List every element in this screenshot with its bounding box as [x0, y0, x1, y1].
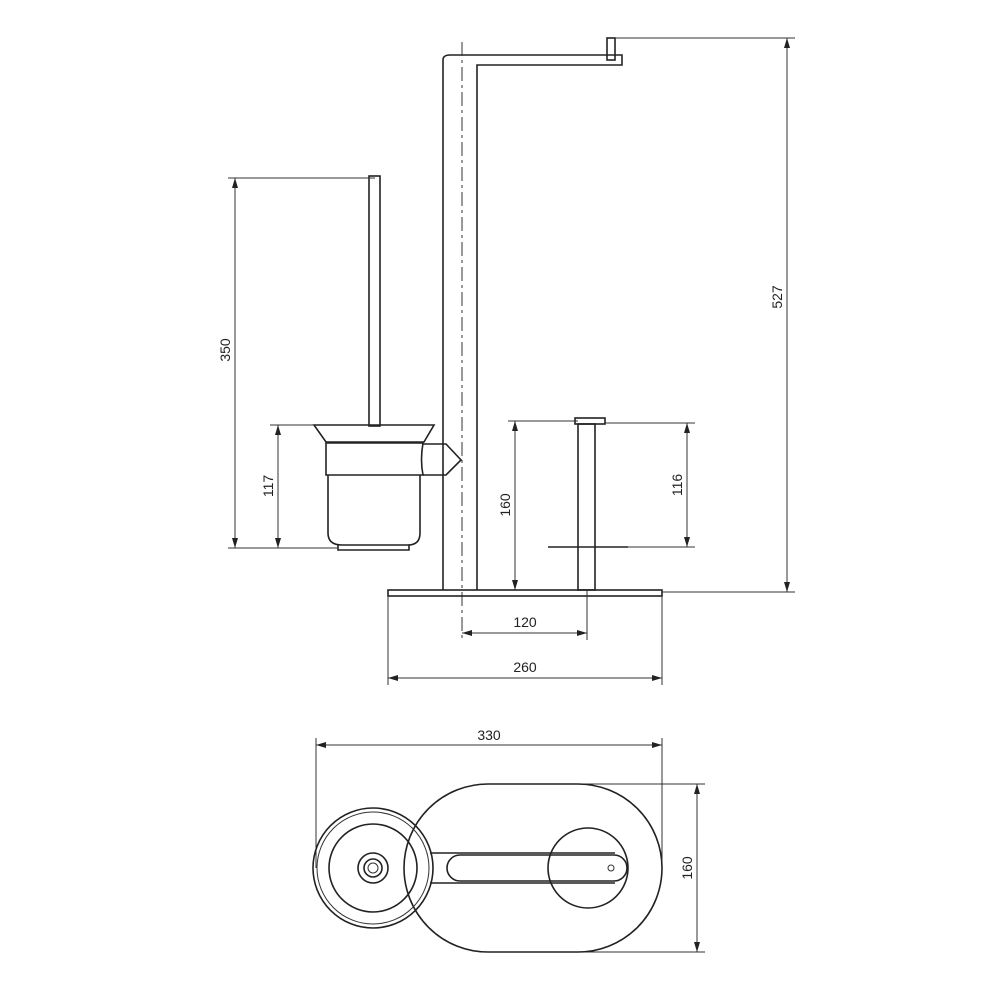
top-view	[312, 783, 663, 953]
paper-arm-top	[430, 852, 628, 884]
base-plate	[387, 589, 663, 597]
dimension-120: 120	[462, 590, 588, 640]
dimension-117: 117	[260, 424, 314, 548]
dimension-label: 160	[497, 493, 513, 517]
dimension-160-depth: 160	[578, 783, 705, 953]
dimension-label: 350	[217, 338, 233, 362]
dimensions: 527 350 117 160 116 120	[217, 37, 795, 953]
dimension-330: 330	[315, 727, 663, 868]
toilet-brush	[312, 175, 463, 551]
dimension-350: 350	[217, 177, 375, 549]
base-outline	[403, 783, 663, 953]
dimension-160-height: 160	[497, 420, 578, 590]
dimension-116: 116	[605, 422, 695, 548]
post-circle	[547, 827, 629, 909]
dimension-label: 120	[513, 614, 537, 630]
brush-cup-top	[312, 807, 434, 929]
dimension-label: 116	[669, 474, 685, 497]
dimension-label: 260	[513, 659, 537, 675]
dimension-527: 527	[615, 37, 795, 593]
dimension-label: 330	[477, 727, 501, 743]
paper-arm-end	[606, 37, 616, 61]
front-view	[312, 37, 663, 640]
dimension-label: 160	[679, 856, 695, 880]
dimension-260: 260	[387, 596, 663, 685]
spare-roll-holder	[548, 417, 628, 591]
dimension-label: 527	[769, 285, 785, 309]
dimension-label: 117	[260, 475, 276, 498]
main-post	[442, 42, 623, 640]
